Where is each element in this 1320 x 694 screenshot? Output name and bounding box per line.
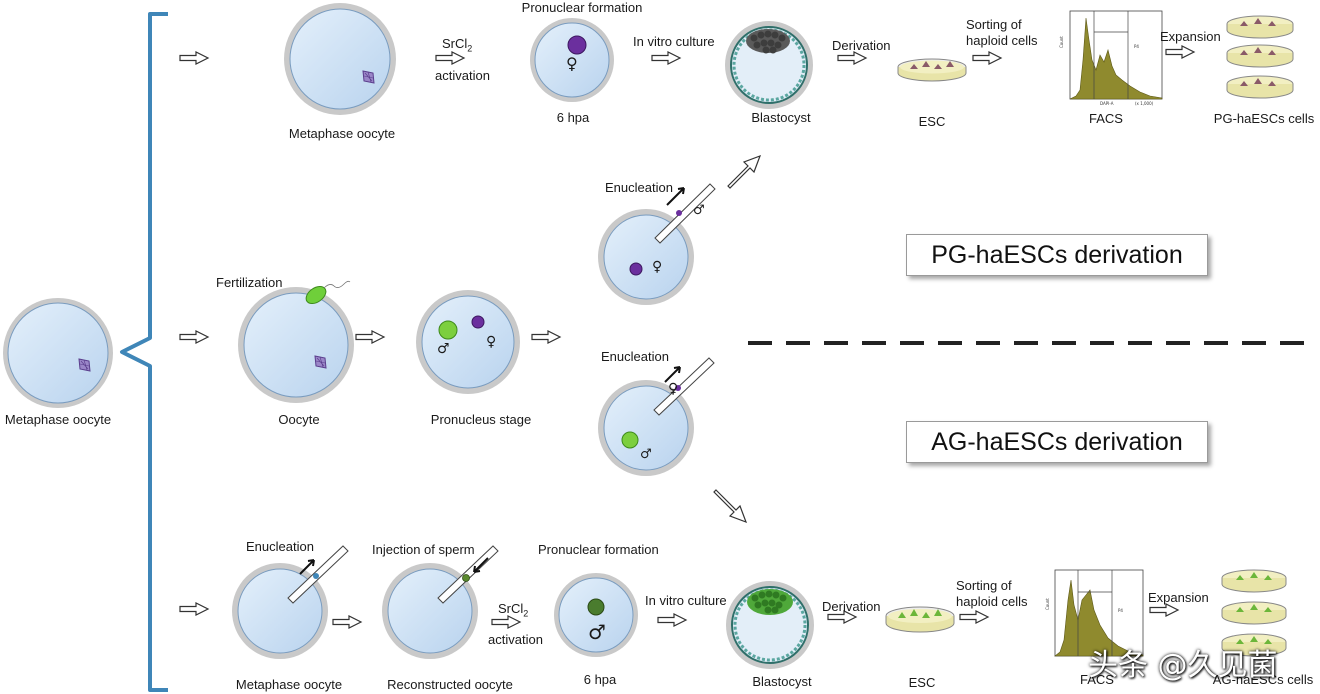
label-in-vitro-culture-bottom: In vitro culture: [645, 593, 727, 608]
male-symbol-bottom: ♂: [588, 620, 606, 644]
arrow-row2-start: [179, 330, 209, 344]
label-metaphase-oocyte-bottom: Metaphase oocyte: [235, 677, 343, 692]
arrow-to-pronucleus: [355, 330, 385, 344]
label-blastocyst-bottom: Blastocyst: [752, 674, 812, 689]
facs-bottom-yaxis: Count: [1045, 598, 1050, 610]
label-metaphase-oocyte-top: Metaphase oocyte: [288, 126, 396, 141]
label-sorting-bottom-2: haploid cells: [956, 594, 1028, 609]
label-derivation-bottom: Derivation: [822, 599, 881, 614]
arrow-expansion-bottom: [1149, 603, 1179, 617]
arrow-culture-top: [651, 51, 681, 65]
male-symbol-pronucleus: ♂: [437, 341, 450, 357]
arrow-diagonal-up: [727, 154, 762, 189]
left-metaphase-oocyte: [3, 298, 113, 408]
label-sorting-top-1: Sorting of: [966, 17, 1022, 32]
reconstructed-oocyte: [382, 545, 499, 659]
female-symbol-pronucleus: ♀: [486, 334, 497, 350]
top-facs-plot: [1069, 10, 1163, 100]
label-blastocyst-top: Blastocyst: [751, 110, 811, 125]
label-facs-bottom: FACS: [1080, 672, 1114, 687]
mid-bottom-enucleation-cell: [598, 357, 715, 476]
arrow-derivation-top: [837, 51, 867, 65]
label-enucleation-mid-bottom: Enucleation: [601, 349, 669, 364]
male-symbol-mid-top: ♂: [693, 203, 705, 218]
label-enucleation-bottom: Enucleation: [246, 539, 314, 554]
fertilization-oocyte: [238, 280, 354, 403]
arrow-row1-start: [179, 51, 209, 65]
label-activation-bottom: activation: [488, 632, 543, 647]
arrow-culture-bottom: [657, 613, 687, 627]
label-enucleation-mid-top: Enucleation: [605, 180, 673, 195]
label-expansion-top: Expansion: [1160, 29, 1221, 44]
label-pronuclear-formation-bottom: Pronuclear formation: [538, 542, 659, 557]
female-symbol-mid-bottom: ♀: [668, 381, 679, 397]
top-6hpa-cell: [530, 18, 614, 102]
top-metaphase-oocyte: [284, 3, 396, 115]
arrow-row3-start: [179, 602, 209, 616]
arrow-diagonal-down: [713, 489, 748, 524]
bracket: [120, 12, 168, 692]
ag-haescs-derivation-box: AG-haESCs derivation: [906, 421, 1208, 463]
label-oocyte: Oocyte: [278, 412, 320, 427]
arrow-expansion-top: [1165, 45, 1195, 59]
label-ag-cells: AG-haESCs cells: [1212, 672, 1314, 687]
label-facs-top: FACS: [1089, 111, 1123, 126]
top-expansion-dishes: [1226, 15, 1294, 99]
label-sorting-bottom-1: Sorting of: [956, 578, 1012, 593]
arrow-sorting-bottom: [959, 610, 989, 624]
label-reconstructed-oocyte: Reconstructed oocyte: [387, 677, 513, 692]
label-6hpa-bottom: 6 hpa: [583, 672, 617, 687]
watermark-text: 头条 @久见菌: [1088, 648, 1278, 683]
male-symbol-mid-bottom: ♂: [640, 447, 652, 462]
arrow-to-reconstructed: [332, 615, 362, 629]
label-expansion-bottom: Expansion: [1148, 590, 1209, 605]
top-esc-dish: [897, 58, 967, 82]
label-srcl2-top: SrCl2: [442, 36, 473, 54]
bottom-esc-dish: [885, 606, 955, 633]
label-in-vitro-culture-top: In vitro culture: [633, 34, 715, 49]
label-6hpa-top: 6 hpa: [556, 110, 590, 125]
mid-top-enucleation-cell: [598, 183, 716, 305]
facs-top-xunit: (x 1,000): [1135, 101, 1154, 106]
label-metaphase-oocyte-left: Metaphase oocyte: [4, 412, 112, 427]
label-fertilization: Fertilization: [216, 275, 283, 290]
label-pg-cells: PG-haESCs cells: [1213, 111, 1315, 126]
female-symbol-top: ♀: [566, 54, 578, 73]
label-activation-top: activation: [435, 68, 490, 83]
label-srcl2-bottom: SrCl2: [498, 601, 529, 619]
female-symbol-mid-top: ♀: [652, 259, 663, 275]
arrow-sorting-top: [972, 51, 1002, 65]
bottom-expansion-dishes: [1221, 569, 1287, 657]
top-blastocyst-pg: [725, 21, 813, 109]
bottom-facs-plot: [1054, 569, 1144, 657]
bottom-metaphase-oocyte: [232, 545, 349, 659]
label-injection-of-sperm: Injection of sperm: [372, 542, 475, 557]
facs-top-yaxis: Count: [1059, 36, 1064, 48]
facs-top-xaxis: DAPI-A: [1100, 101, 1114, 106]
arrow-to-enucleation: [531, 330, 561, 344]
label-pronucleus-stage: Pronucleus stage: [430, 412, 532, 427]
label-pronuclear-formation-top: Pronuclear formation: [521, 0, 643, 15]
label-sorting-top-2: haploid cells: [966, 33, 1038, 48]
label-derivation-top: Derivation: [832, 38, 891, 53]
facs-top-gate: P4: [1134, 44, 1139, 49]
label-esc-top: ESC: [918, 114, 946, 129]
pg-haescs-derivation-box: PG-haESCs derivation: [906, 234, 1208, 276]
bottom-blastocyst-ag: [726, 581, 814, 669]
label-esc-bottom: ESC: [908, 675, 936, 690]
pronucleus-stage-cell: [416, 290, 520, 394]
bottom-6hpa-cell: [554, 573, 638, 657]
facs-bottom-gate: P4: [1118, 608, 1123, 613]
